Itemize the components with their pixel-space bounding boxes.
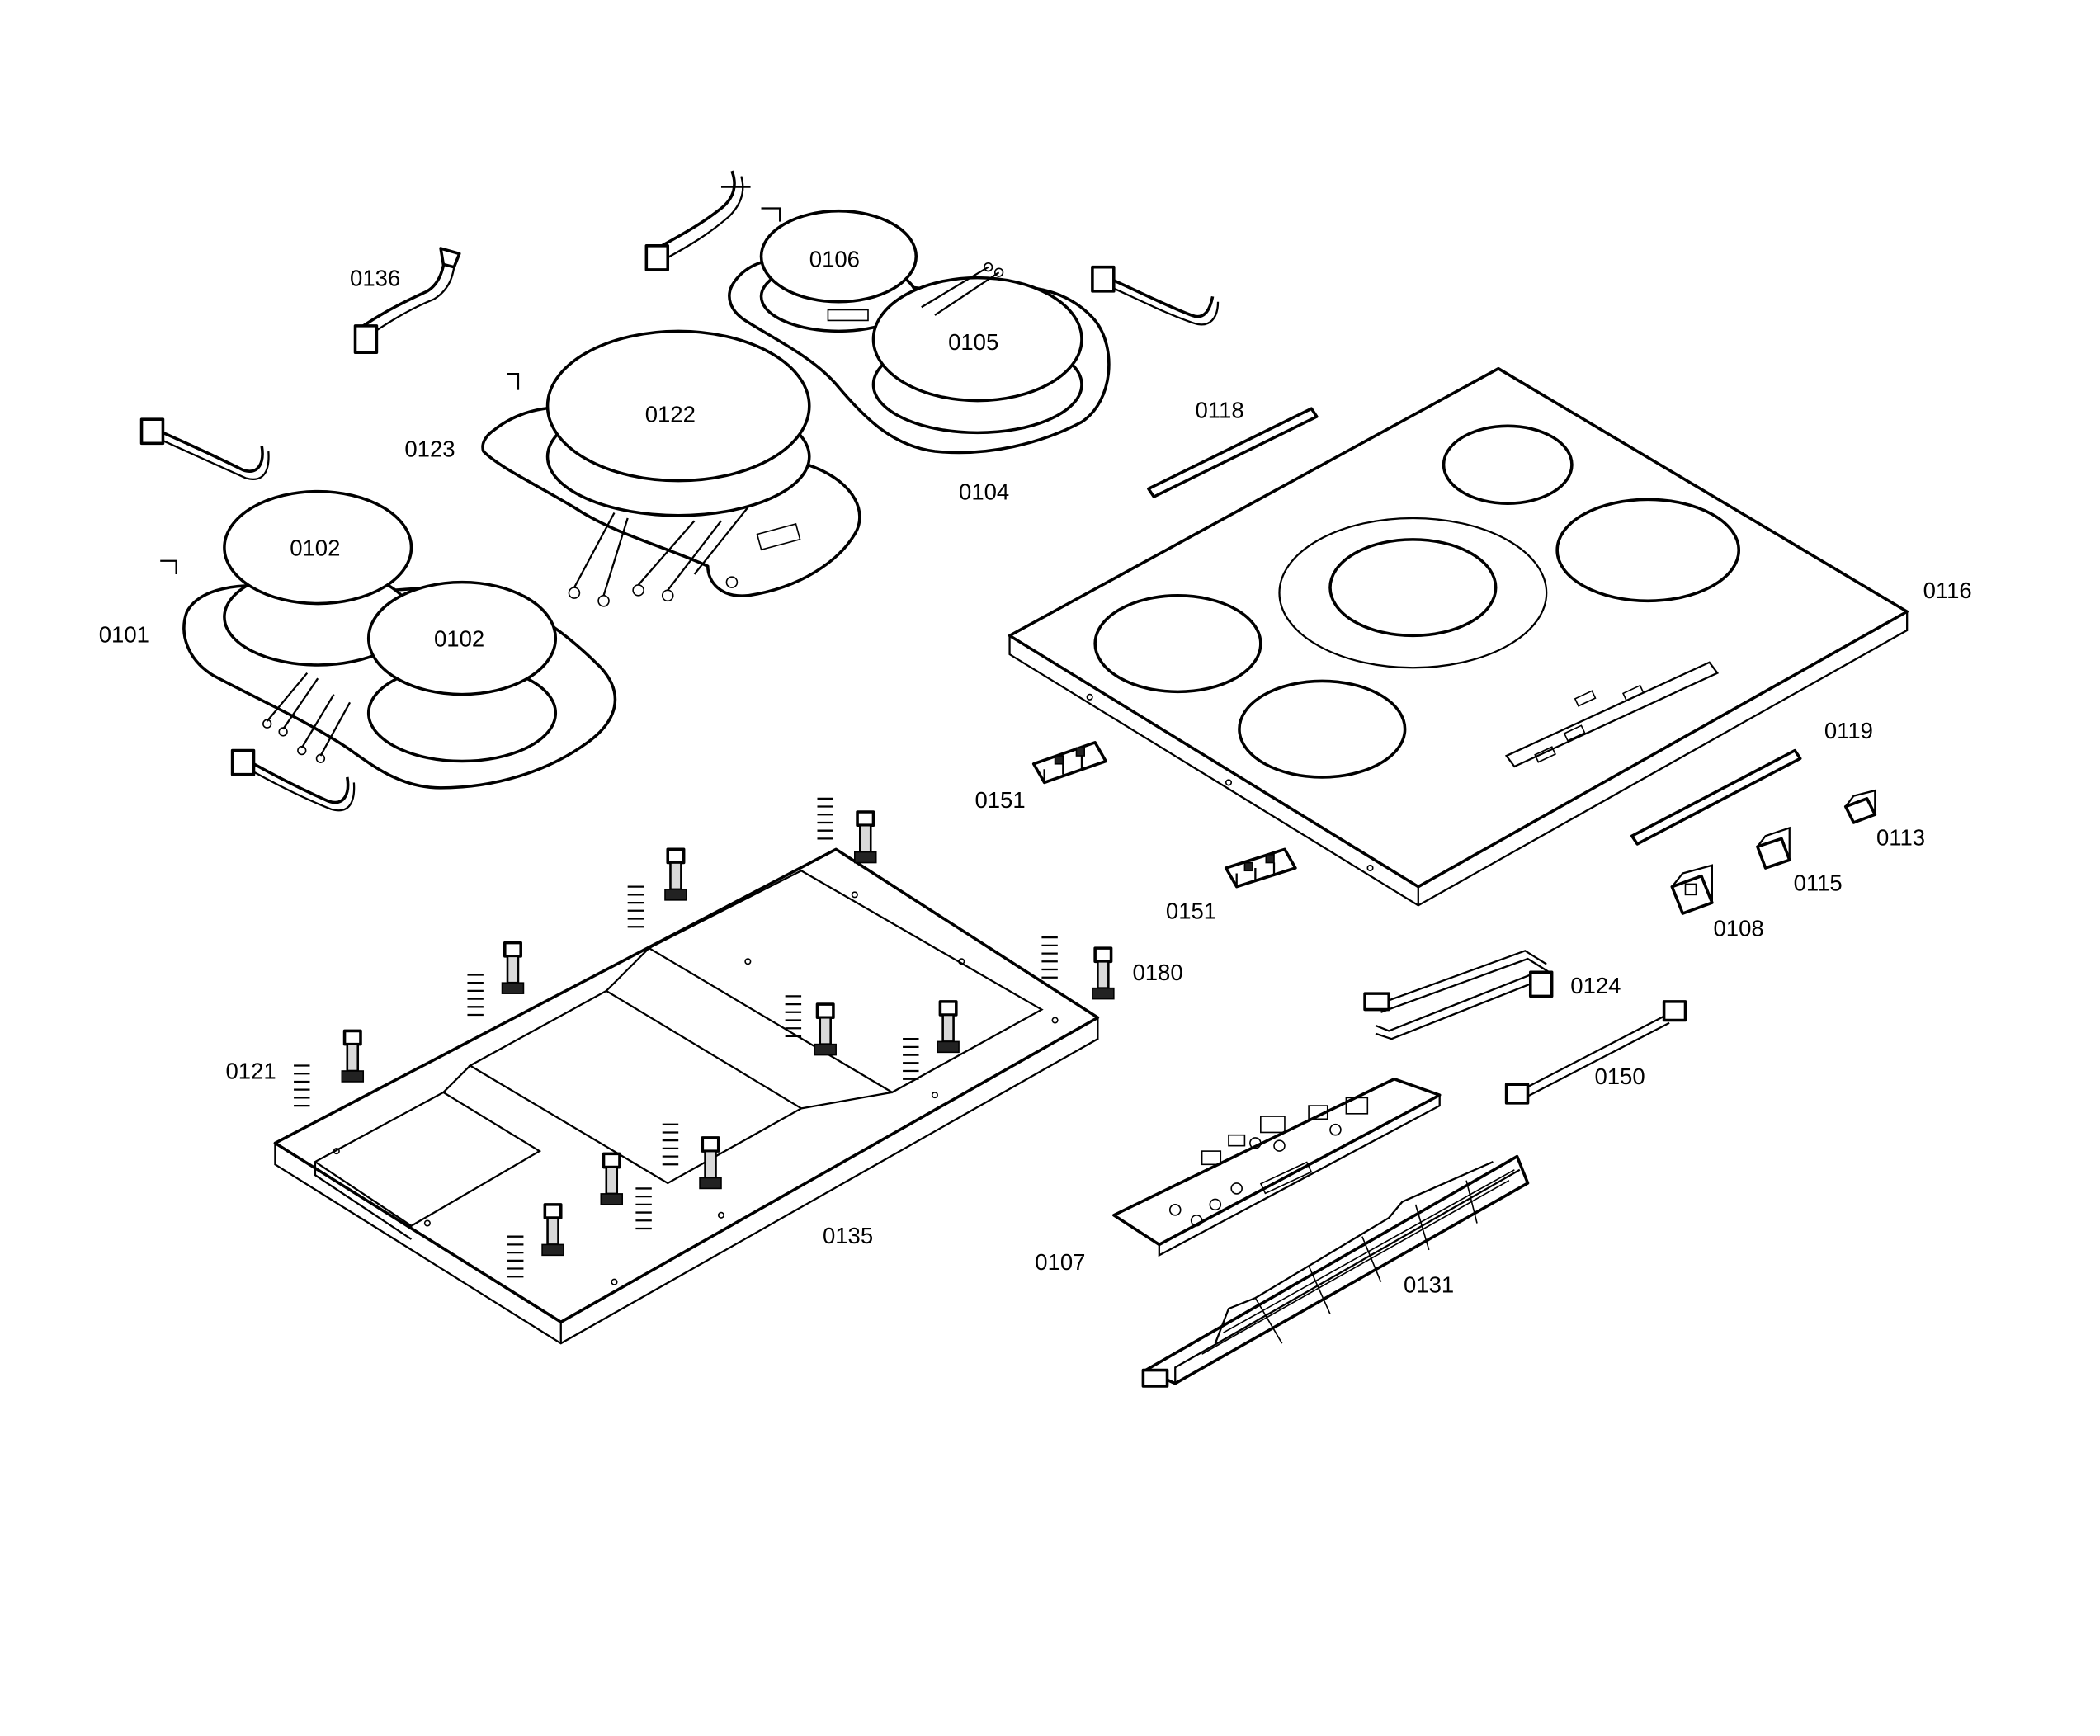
wiring-harness-0124 bbox=[1363, 950, 1554, 1040]
label-0102-upper: 0102 bbox=[290, 535, 340, 560]
label-0151-right: 0151 bbox=[1166, 899, 1216, 924]
label-0150: 0150 bbox=[1594, 1064, 1645, 1089]
label-0123: 0123 bbox=[404, 436, 455, 462]
label-0151-left: 0151 bbox=[974, 787, 1025, 813]
label-0107: 0107 bbox=[1035, 1249, 1085, 1275]
label-0106: 0106 bbox=[809, 247, 860, 272]
label-0124: 0124 bbox=[1570, 973, 1621, 998]
cable-connector-left-lower bbox=[230, 748, 356, 812]
label-0108: 0108 bbox=[1713, 916, 1763, 941]
cable-connector-upper bbox=[644, 170, 751, 271]
label-0122: 0122 bbox=[645, 401, 696, 427]
part-labels: 0136 0106 0105 0122 0123 0104 0118 0102 … bbox=[99, 247, 1972, 1298]
small-part-0113 bbox=[1843, 789, 1877, 824]
cable-connector-0136 bbox=[353, 247, 461, 355]
trim-strip-0118 bbox=[1147, 407, 1319, 498]
label-0104: 0104 bbox=[959, 479, 1009, 504]
label-0180: 0180 bbox=[1132, 960, 1182, 985]
label-0119: 0119 bbox=[1824, 718, 1873, 743]
heating-element-assembly-0123 bbox=[481, 329, 861, 607]
mounting-clip-0151-b bbox=[1224, 847, 1297, 889]
label-0121: 0121 bbox=[226, 1059, 276, 1084]
small-part-0115 bbox=[1756, 826, 1791, 870]
housing-tray-0131 bbox=[1141, 1154, 1530, 1388]
label-0135: 0135 bbox=[823, 1223, 873, 1248]
label-0131: 0131 bbox=[1404, 1272, 1454, 1298]
glass-cooktop-0116 bbox=[1008, 366, 1909, 907]
cable-connector-left-upper bbox=[139, 417, 270, 480]
cable-0150 bbox=[1504, 1000, 1687, 1105]
small-part-0108 bbox=[1670, 864, 1714, 915]
label-0136: 0136 bbox=[350, 265, 400, 290]
cable-connector-right bbox=[1091, 265, 1220, 326]
springs-0121 bbox=[294, 797, 1058, 1278]
mounting-clip-0151-a bbox=[1031, 741, 1107, 785]
label-0113: 0113 bbox=[1876, 824, 1925, 850]
label-0115: 0115 bbox=[1794, 870, 1843, 896]
heating-element-assembly-0104 bbox=[728, 207, 1111, 455]
feet-0180 bbox=[341, 810, 1115, 1257]
label-0102-lower: 0102 bbox=[434, 625, 484, 651]
base-frame-0135 bbox=[273, 847, 1100, 1345]
label-0105: 0105 bbox=[948, 329, 998, 355]
trim-strip-0119 bbox=[1630, 748, 1802, 846]
label-0101: 0101 bbox=[99, 621, 149, 647]
heating-element-assembly-0101 bbox=[160, 489, 617, 790]
label-0116: 0116 bbox=[1923, 578, 1972, 603]
control-board-0107 bbox=[1112, 1077, 1442, 1257]
label-0118: 0118 bbox=[1196, 398, 1244, 423]
